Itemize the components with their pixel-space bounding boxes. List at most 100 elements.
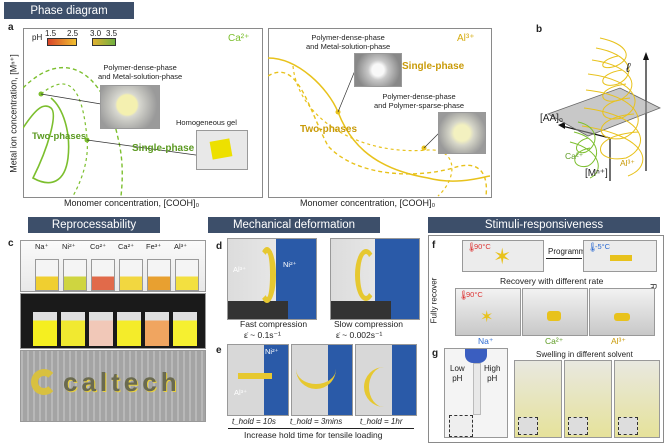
- fast-compression-label: Fast compression: [240, 319, 308, 329]
- folded-shape: [610, 255, 632, 261]
- swelling-label: Swelling in different solvent: [536, 350, 633, 359]
- ca-ion-label: Ca²⁺: [228, 33, 250, 44]
- repro-photo-vials-solution: [20, 293, 206, 349]
- plot-al-curves: [268, 57, 491, 197]
- al-sparse-label: Polymer-dense-phase and Polymer-sparse-p…: [374, 92, 465, 110]
- vial-5: [147, 259, 171, 291]
- panel-label-f: f: [432, 240, 436, 251]
- vial-6: [175, 259, 199, 291]
- caltech-word: caltech: [63, 367, 181, 397]
- swelling-photo-3: [614, 360, 660, 438]
- ph-tick-3: 3.0: [90, 29, 102, 38]
- tensile-1-sample: [238, 373, 272, 379]
- section-header-stimuli-label: Stimuli-responsiveness: [484, 219, 604, 231]
- swelling-photo-1: [514, 360, 562, 438]
- fast-sample: [258, 247, 276, 303]
- ca-boundary-solid: [23, 97, 70, 184]
- recovery-ion-al: Al³⁺: [611, 336, 626, 346]
- al-dense-label: Polymer-dense-phase and Metal-solution-p…: [306, 33, 391, 51]
- recovery-photo-al: [589, 288, 655, 336]
- thermometer-hot-icon-2: 🌡: [458, 290, 470, 300]
- recovery-rate-label: Recovery with different rate: [500, 276, 604, 286]
- al-dense-photo: [354, 53, 402, 87]
- panel-label-d: d: [216, 241, 223, 252]
- fully-recover-label: Fully recover: [429, 277, 439, 324]
- recovery-photo-ca: [522, 288, 588, 336]
- hold-time-1hr: t_hold = 1hr: [360, 417, 403, 426]
- gripper-inset: [449, 415, 473, 437]
- tensile-photo-3: [355, 344, 417, 416]
- section-header-mech: Mechanical deformation: [208, 217, 380, 233]
- panel-label-e: e: [216, 345, 222, 356]
- panel-label-c: c: [8, 238, 14, 249]
- ph-tick-2: 2.5: [67, 29, 79, 38]
- repro-photo-caltech: caltech: [20, 350, 206, 422]
- recovered-shape-ca: [547, 311, 561, 321]
- programming-arrow: [546, 258, 582, 259]
- thermometer-hot-icon: 🌡: [466, 242, 478, 252]
- ph-bar-2: [92, 38, 116, 46]
- ph-bar-1: [47, 38, 77, 46]
- programming-label: Programming: [548, 247, 597, 256]
- al-sparse-photo: [438, 112, 486, 154]
- al-ion-label: Al³⁺: [457, 33, 475, 44]
- hold-time-arrow: [228, 428, 414, 429]
- ion-label-ni: Ni²⁺: [62, 242, 76, 251]
- panel-b-mn: [Mⁿ⁺]: [585, 168, 608, 179]
- section-header-phase: Phase diagram: [4, 2, 134, 19]
- vial-4: [119, 259, 143, 291]
- al-boundary-solid: [268, 57, 491, 182]
- al-single-phase: Single-phase: [402, 61, 465, 72]
- slow-sample: [355, 249, 377, 301]
- fast-al-label: Al³⁺: [233, 265, 247, 274]
- section-header-mech-label: Mechanical deformation: [232, 219, 356, 231]
- repro-photo-vials-gel: [20, 240, 206, 292]
- temp-cold-label: -5°C: [595, 242, 611, 251]
- al-boundary-dashed-outer: [268, 71, 488, 197]
- gel-cube: [209, 138, 233, 160]
- panel-label-g: g: [432, 348, 439, 359]
- ion-label-al: Al³⁺: [174, 242, 188, 251]
- caltech-logo-c: [31, 369, 57, 395]
- clamp-base: [228, 301, 288, 319]
- solution-vial-3: [89, 312, 113, 346]
- hold-time-caption: Increase hold time for tensile loading: [244, 430, 383, 440]
- solution-vial-4: [117, 312, 141, 346]
- star-hot-photo: ✶: [462, 240, 544, 272]
- panel-label-a: a: [8, 22, 14, 33]
- gripper-body: [473, 363, 481, 415]
- swelling-photo-2: [564, 360, 612, 438]
- ph-label: pH: [32, 33, 43, 42]
- ph-gripper-photo: [444, 348, 508, 438]
- solution-vial-5: [145, 312, 169, 346]
- recovered-shape-al: [614, 313, 630, 321]
- swelling-1-inset: [518, 417, 538, 435]
- high-ph-label: High pH: [484, 364, 501, 383]
- ca-boundary-dashed-2: [40, 83, 88, 197]
- fast-compression-photo: [227, 238, 317, 320]
- tensile-al-label: Al³⁺: [234, 388, 248, 397]
- solution-vial-1: [33, 312, 57, 346]
- swelling-3-inset: [618, 417, 638, 435]
- ion-label-ca: Ca²⁺: [118, 242, 135, 251]
- fast-ni-label: Ni²⁺: [283, 260, 297, 269]
- section-header-repro-label: Reprocessability: [51, 219, 137, 231]
- low-ph-label: Low pH: [450, 364, 465, 383]
- hold-time-10s: t_hold = 10s: [232, 417, 276, 426]
- al-two-phases: Two-phases: [300, 124, 358, 135]
- swelling-2-inset: [568, 417, 588, 435]
- ca-gel-photo: [196, 130, 248, 170]
- section-header-phase-label: Phase diagram: [30, 4, 108, 17]
- ca-gel-label: Homogeneous gel: [176, 118, 237, 127]
- recovery-photo-na: ✶: [455, 288, 521, 336]
- panel-b-3d: [547, 37, 661, 181]
- tensile-3-sample: [364, 367, 394, 407]
- recovered-star-na: ✶: [480, 309, 494, 326]
- ca-single-phase: Single-phase: [132, 143, 195, 154]
- panel-label-b: b: [536, 24, 543, 35]
- tensile-ni-label: Ni²⁺: [265, 347, 279, 356]
- vial-2: [63, 259, 87, 291]
- panel-a-xlabel-right: Monomer concentration, [COOH]₀: [300, 198, 436, 208]
- vial-3: [91, 259, 115, 291]
- slow-rate-label: ε̇ ~ 0.002s⁻¹: [336, 330, 383, 340]
